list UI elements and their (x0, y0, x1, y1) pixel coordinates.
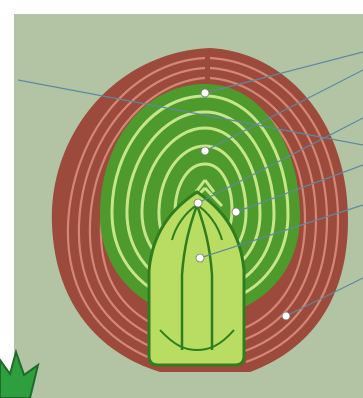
marker-bud-tip[interactable] (194, 199, 202, 207)
marker-outer-scale[interactable] (282, 312, 290, 320)
marker-bud-center[interactable] (196, 254, 204, 262)
marker-outer-inner-layer[interactable] (201, 89, 209, 97)
marker-inner-ring[interactable] (232, 208, 240, 216)
marker-middle-inner-layer[interactable] (201, 147, 209, 155)
corner-leaf-icon (0, 352, 38, 398)
